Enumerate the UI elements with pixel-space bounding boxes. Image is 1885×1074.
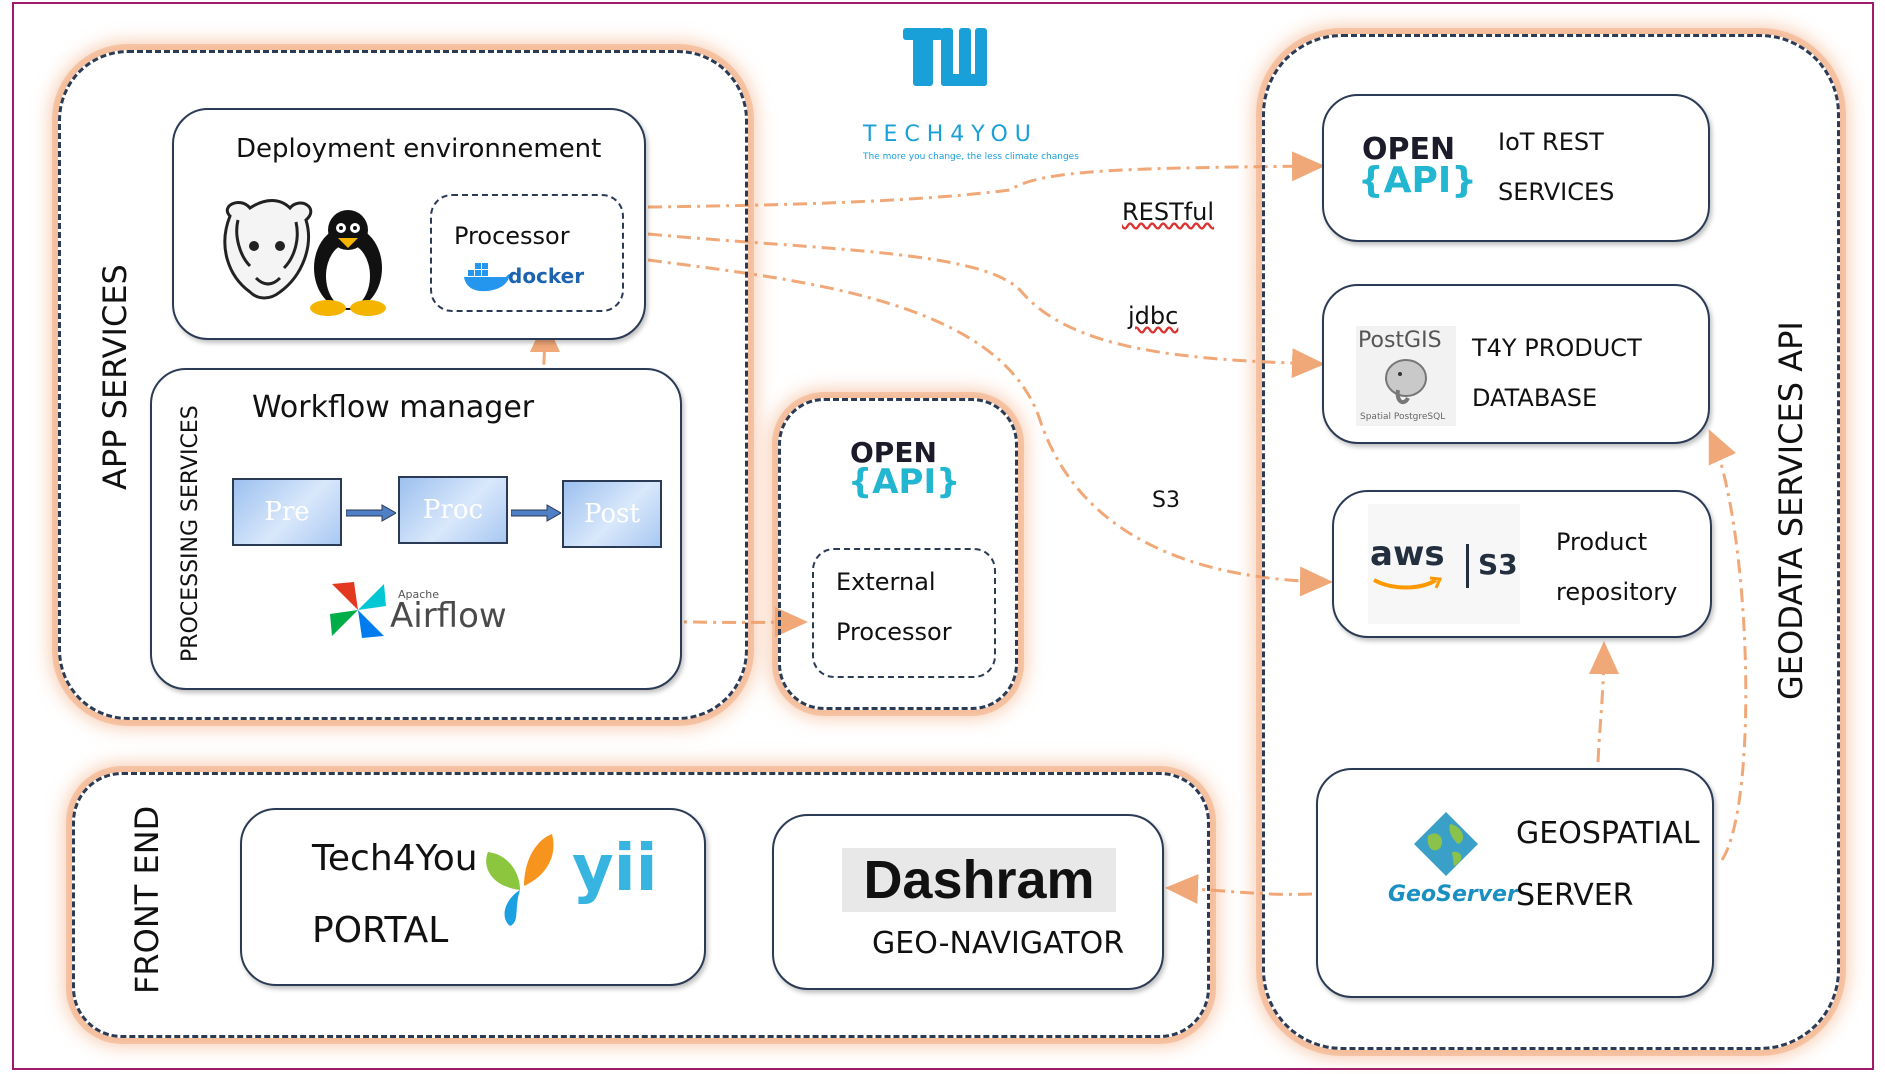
diagram-frame (12, 2, 1874, 1070)
geoserver-line2: SERVER (1516, 878, 1634, 913)
workflow-title: Workflow manager (252, 390, 535, 425)
geodata-services-group (1262, 34, 1840, 1050)
iot-rest-card (1322, 94, 1710, 242)
tech4you-logo: TECH4YOU The more you change, the less c… (855, 18, 1079, 168)
geoserver-logo-text: GeoServer (1388, 882, 1518, 907)
navigator-label: GEO-NAVIGATOR (872, 926, 1125, 961)
aws-smile-icon (1373, 576, 1442, 590)
dashram-logo: Dashram (842, 848, 1116, 912)
iot-line2: SERVICES (1498, 178, 1615, 206)
geoserver-card (1316, 768, 1714, 998)
front-end-label: FRONT END (128, 805, 166, 994)
external-processor-box (812, 548, 996, 678)
workflow-arrow-1 (346, 504, 396, 522)
geoserver-line1: GEOSPATIAL (1516, 816, 1700, 851)
postgis-logo: PostGIS Spatial PostgreSQL (1356, 326, 1456, 426)
external-line1: External (836, 568, 936, 596)
front-end-group (72, 772, 1210, 1038)
elephant-icon (1385, 359, 1427, 405)
external-line2: Processor (836, 618, 952, 646)
postgis-logo-sub: Spatial PostgreSQL (1360, 412, 1446, 422)
docker-label: docker (508, 264, 585, 288)
iot-openapi-api: {API} (1358, 160, 1477, 201)
deployment-title: Deployment environnement (236, 134, 602, 164)
airflow-small-label: Apache (398, 588, 440, 601)
portal-line2: PORTAL (312, 910, 449, 951)
processor-container (430, 194, 624, 312)
processing-services-label: PROCESSING SERVICES (178, 405, 203, 662)
gnu-head-icon (223, 199, 313, 300)
iot-line1: IoT REST (1498, 128, 1604, 156)
t4u-mark-icon (903, 28, 987, 86)
aws-logo-text: aws (1370, 534, 1445, 574)
portal-card (240, 808, 706, 986)
db-line1: T4Y PRODUCT (1472, 334, 1642, 362)
iot-openapi-open: OPEN (1362, 132, 1456, 167)
airflow-pinwheel-icon (330, 582, 386, 638)
repo-line1: Product (1556, 528, 1648, 556)
workflow-step-pre: Pre (232, 478, 342, 546)
app-services-label: APP SERVICES (96, 264, 134, 490)
s3-connector-label: S3 (1152, 488, 1180, 513)
workflow-arrow-2 (511, 504, 561, 522)
airflow-label: Airflow (390, 596, 507, 636)
processor-label: Processor (454, 222, 570, 250)
restful-label: RESTful (1122, 198, 1215, 226)
workflow-step-post: Post (562, 480, 662, 548)
aws-divider (1466, 544, 1469, 588)
brand-name: TECH4YOU (863, 122, 1038, 147)
db-line2: DATABASE (1472, 384, 1598, 412)
brand-tagline: The more you change, the less climate ch… (863, 152, 1079, 162)
portal-line1: Tech4You (312, 838, 478, 879)
docker-whale-icon (464, 263, 510, 292)
repo-line2: repository (1556, 578, 1678, 606)
jdbc-label: jdbc (1128, 302, 1179, 330)
yii-logo-text: yii (572, 832, 658, 906)
linux-tux-icon (310, 210, 386, 316)
external-processor-group (778, 398, 1018, 710)
external-openapi-api: {API} (848, 462, 961, 502)
geodata-services-label: GEODATA SERVICES API (1772, 321, 1810, 700)
s3-logo-text: S3 (1478, 548, 1518, 581)
geoserver-globe-icon (1414, 812, 1478, 876)
postgis-logo-text: PostGIS (1358, 328, 1442, 353)
app-services-group (58, 50, 748, 720)
yii-leaf-icon (486, 834, 554, 926)
external-openapi-open: OPEN (850, 436, 937, 469)
aws-s3-logo: aws S3 (1368, 504, 1520, 624)
workflow-step-proc: Proc (398, 476, 508, 544)
